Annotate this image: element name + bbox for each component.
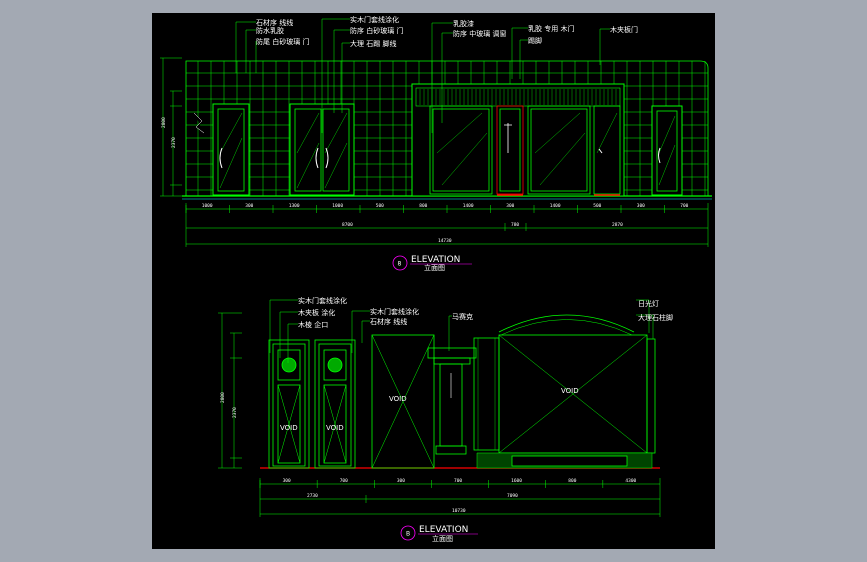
- dim-b-row1-label: 300: [283, 478, 291, 484]
- elevation-a-marker: 8: [398, 261, 402, 268]
- callout-b-5: 石材序 线线: [370, 317, 407, 326]
- void-label-4: VOID: [561, 387, 579, 395]
- height-dim-a-2: 2370: [171, 137, 177, 148]
- cad-drawing-svg: 2800 2370 石材序 线线 防水乳胶 防尾 白砂玻璃 门 实木门套线涂化 …: [160, 15, 712, 543]
- height-dim-a-1: 2800: [161, 117, 167, 128]
- dim-b-row1-label: 700: [454, 478, 462, 484]
- callout-a-10: 踢脚: [528, 36, 542, 45]
- dim-b-row3-1: 10730: [452, 508, 466, 514]
- elevation-b-height-dims: [218, 312, 242, 469]
- height-dim-b-1: 2800: [220, 392, 226, 403]
- door-right: [651, 105, 683, 196]
- dim-a-row1-label: 300: [245, 203, 253, 209]
- dim-a-row1-label: 800: [419, 203, 427, 209]
- dim-a-row2-2: 780: [511, 222, 519, 228]
- column-2: [473, 337, 500, 451]
- dim-b-row1-label: 800: [568, 478, 576, 484]
- column-1: [427, 347, 477, 455]
- callout-b-7: 日光灯: [638, 299, 659, 308]
- dim-b-row1-label: 1600: [511, 478, 522, 484]
- dim-b-row1-label: 4300: [625, 478, 636, 484]
- callout-a-5: 防序 白砂玻璃 门: [350, 26, 403, 35]
- callout-a-11: 木夹板门: [610, 25, 638, 34]
- dim-a-row3-1: 14730: [438, 238, 452, 244]
- elevation-a-dim-row-1: 1000 300 1300 1000 500 800 1400 300 1400 500 300 70…: [185, 203, 689, 213]
- void-label-3: VOID: [326, 424, 344, 432]
- elevation-b-subtitle: 立面图: [432, 534, 453, 543]
- callout-a-3: 防尾 白砂玻璃 门: [256, 37, 309, 46]
- callout-a-6: 大理 石踢 脚线: [350, 39, 396, 48]
- dim-b-row2-1: 2730: [307, 493, 318, 499]
- dim-b-row2-2: 7090: [507, 493, 518, 499]
- elevation-a-title-text: ELEVATION: [411, 255, 460, 265]
- callout-a-8: 防序 中玻璃 调窗: [453, 29, 506, 38]
- dim-a-row1-label: 300: [506, 203, 514, 209]
- dim-a-row1-label: 1300: [289, 203, 300, 209]
- wall-outline: [185, 60, 709, 197]
- central-window-section: [411, 83, 625, 197]
- arched-screen: [476, 314, 656, 469]
- elevation-a-callout-leaders: [235, 18, 610, 133]
- dim-a-row2-3: 2870: [612, 222, 623, 228]
- elevation-a-title: 8 ELEVATION 立面图: [392, 255, 472, 272]
- dim-b-row1-label: 700: [340, 478, 348, 484]
- elevation-a: [182, 60, 712, 200]
- void-panel-1: [371, 334, 435, 469]
- callout-a-9: 乳胶 专用 木门: [528, 24, 574, 33]
- void-label-2: VOID: [280, 424, 298, 432]
- void-label-1: VOID: [389, 395, 407, 403]
- callout-a-2: 防水乳胶: [256, 26, 284, 35]
- dim-b-row1-label: 300: [397, 478, 405, 484]
- elevation-a-subtitle: 立面图: [424, 263, 445, 272]
- elevation-b-title: B ELEVATION 立面图: [400, 525, 478, 543]
- door-panel-1: [268, 339, 310, 469]
- callout-b-1: 实木门套线涂化: [298, 296, 347, 305]
- elevation-b-dim-lines: [259, 478, 661, 517]
- callout-b-4: 实木门套线涂化: [370, 307, 419, 316]
- callout-a-4: 实木门套线涂化: [350, 15, 399, 24]
- callout-a-1: 石材序 线线: [256, 18, 293, 27]
- elevation-b: [260, 314, 660, 469]
- elevation-b-dim-row-1: 300 700 300 700 1600 800 4300: [259, 478, 637, 488]
- callout-a-7: 乳胶漆: [453, 19, 474, 28]
- height-dim-b-2: 2370: [232, 407, 238, 418]
- callout-b-8: 大理石柱脚: [638, 313, 673, 322]
- dim-a-row1-label: 300: [637, 203, 645, 209]
- door-1: [212, 103, 250, 196]
- dim-a-row1-label: 1400: [550, 203, 561, 209]
- elevation-b-callout-leaders: [269, 299, 654, 363]
- dim-a-row2-1: 8700: [342, 222, 353, 228]
- dim-a-row1-label: 700: [680, 203, 688, 209]
- dim-a-row1-label: 1000: [202, 203, 213, 209]
- elevation-a-height-dims: [160, 57, 205, 197]
- dim-a-row1-label: 500: [593, 203, 601, 209]
- cad-drawing-frame: 2800 2370 石材序 线线 防水乳胶 防尾 白砂玻璃 门 实木门套线涂化 …: [152, 13, 715, 549]
- dim-a-row1-label: 1000: [332, 203, 343, 209]
- callout-b-6: 马赛克: [452, 312, 473, 321]
- dim-a-row1-label: 1400: [463, 203, 474, 209]
- door-panel-2: [314, 339, 356, 469]
- callout-b-3: 木棱 企口: [298, 320, 328, 329]
- dim-a-row1-label: 500: [376, 203, 384, 209]
- elevation-b-title-text: ELEVATION: [419, 525, 468, 535]
- elevation-b-marker: B: [406, 531, 410, 538]
- callout-b-2: 木夹板 涂化: [298, 308, 335, 317]
